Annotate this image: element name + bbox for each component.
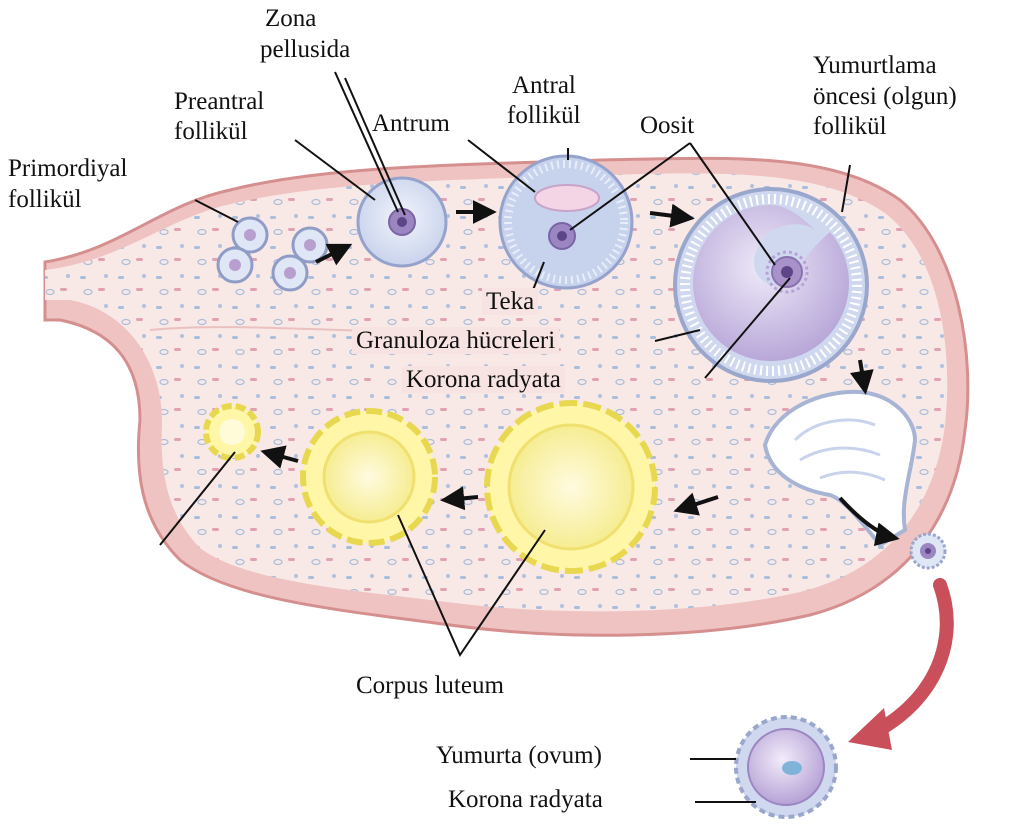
label-oosit: Oosit [640,112,694,139]
corpus-albicans [206,406,258,458]
label-yumurtlama-oncesi-line1: Yumurtlama [813,52,937,79]
primordial-follicle [218,248,252,282]
released-oocyte [911,534,945,568]
primordial-follicle [273,256,307,290]
label-granuloza-hucreleri: Granuloza hücreleri [352,327,559,354]
label-zona-pellusida-line1: Zona [265,5,316,32]
label-korona-radyata-inner: Korona radyata [402,366,565,393]
label-corpus-luteum: Corpus luteum [356,672,504,699]
label-zona-pellusida-line2: pellusida [260,36,350,63]
corpus-luteum-large [487,403,655,571]
label-teka: Teka [482,288,538,315]
label-primordiyal-follikul-line1: Primordiyal [8,155,127,182]
antral-follicle [500,156,632,288]
label-yumurtlama-oncesi-line2: öncesi (olgun) [813,83,957,110]
label-korona-radyata-ovum: Korona radyata [448,786,603,813]
label-antrum: Antrum [372,110,450,137]
preantral-follicle [358,178,446,266]
label-preantral-follikul-line1: Preantral [174,88,264,115]
mature-follicle [675,189,867,381]
label-antral-follikul-line1: Antral [512,72,576,99]
release-arrow [875,585,947,732]
label-preantral-follikul-line2: follikül [174,118,248,145]
label-yumurta-ovum: Yumurta (ovum) [436,742,602,769]
label-yumurtlama-oncesi-line3: follikül [813,113,887,140]
label-antral-follikul-line2: follikül [507,102,581,129]
antrum-cavity [535,185,599,211]
release-arrowhead [848,708,892,750]
label-primordiyal-follikul-line2: follikül [8,186,82,213]
corpus-luteum-medium [303,411,435,543]
